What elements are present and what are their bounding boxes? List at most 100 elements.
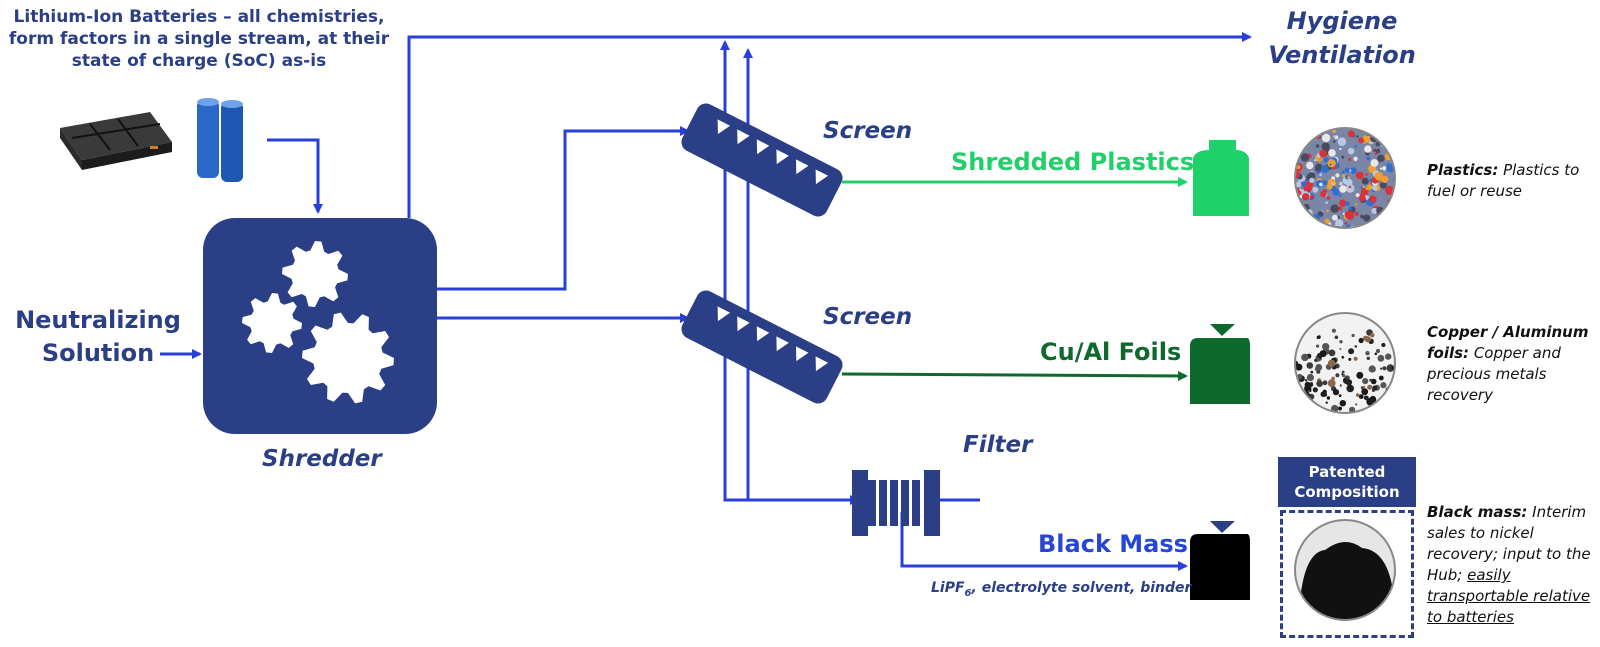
- texture-dot: [1347, 147, 1355, 155]
- texture-dot: [1302, 193, 1310, 201]
- texture-dot: [1360, 214, 1364, 219]
- texture-dot: [1346, 424, 1351, 429]
- texture-dot: [1375, 148, 1381, 154]
- gear-shape: [302, 312, 394, 404]
- texture-dot: [1377, 154, 1385, 163]
- texture-dot: [1323, 157, 1329, 163]
- texture-dot: [1300, 181, 1307, 187]
- screen-2: [681, 290, 843, 404]
- filter-label: Filter: [963, 432, 1033, 458]
- texture-dot: [1372, 406, 1380, 413]
- texture-dot: [1348, 357, 1352, 361]
- texture-dot: [1307, 172, 1316, 180]
- texture-dot: [1331, 404, 1339, 413]
- texture-dot: [1341, 370, 1345, 374]
- texture-dot: [1362, 385, 1366, 389]
- texture-dot: [1306, 362, 1314, 369]
- texture-dot: [1363, 141, 1366, 144]
- texture-dot: [1373, 148, 1377, 152]
- texture-dot: [1339, 199, 1347, 207]
- texture-dot: [1372, 185, 1377, 190]
- texture-dot: [1369, 378, 1373, 382]
- plastics-description: Plastics: Plastics to fuel or reuse: [1427, 161, 1580, 200]
- texture-dot: [1324, 218, 1330, 224]
- texture-dot: [1312, 186, 1319, 193]
- texture-dot: [1356, 371, 1364, 379]
- texture-dot: [1363, 395, 1369, 401]
- texture-dot: [1337, 206, 1343, 211]
- texture-dot: [1329, 163, 1332, 166]
- texture-dot: [1325, 201, 1328, 204]
- texture-dot: [1363, 214, 1371, 222]
- texture-dot: [1320, 410, 1324, 413]
- texture-dot: [1348, 385, 1352, 388]
- texture-dot: [1369, 195, 1377, 203]
- texture-dot: [1326, 396, 1331, 400]
- texture-dot: [1344, 221, 1348, 225]
- texture-dot: [1301, 353, 1309, 362]
- screen-1: [681, 103, 843, 217]
- foils-description: Copper / Aluminum foils: Copper and prec…: [1427, 323, 1589, 404]
- texture-dot: [1305, 409, 1313, 413]
- texture-dot: [1380, 167, 1383, 170]
- texture-dot: [1386, 364, 1395, 372]
- texture-dot: [1341, 170, 1345, 174]
- texture-dot: [1322, 380, 1328, 386]
- texture-dot: [1295, 181, 1302, 188]
- patented-composition-frame: [1280, 510, 1414, 638]
- texture-dot: [1381, 342, 1386, 348]
- texture-dot: [1326, 209, 1329, 213]
- texture-dot: [1295, 388, 1302, 395]
- texture-dot: [1365, 187, 1369, 191]
- texture-dot: [1353, 356, 1358, 361]
- texture-dot: [1371, 408, 1378, 413]
- shredder-unit: [203, 218, 437, 434]
- texture-dot: [1378, 375, 1384, 381]
- patented-composition-badge: Patented Composition: [1278, 457, 1416, 507]
- input-batteries-label: Lithium-Ion Batteries – all chemistries,…: [8, 7, 390, 71]
- texture-dot: [1377, 354, 1385, 362]
- texture-dot: [1345, 201, 1350, 206]
- photo-circle-icon: [1294, 519, 1396, 621]
- texture-dot: [1358, 394, 1364, 399]
- texture-dot: [1345, 178, 1353, 186]
- texture-dot: [1379, 181, 1387, 189]
- texture-dot: [1362, 185, 1366, 189]
- texture-dot: [1370, 333, 1375, 338]
- texture-dot: [1328, 349, 1336, 357]
- texture-dot: [1365, 416, 1370, 421]
- texture-dot: [1330, 427, 1332, 429]
- texture-dot: [1367, 384, 1373, 390]
- texture-dot: [1297, 373, 1303, 380]
- texture-dot: [1328, 149, 1336, 157]
- texture-dot: [1314, 159, 1317, 162]
- texture-dot: [1344, 167, 1350, 173]
- texture-dot: [1315, 163, 1323, 172]
- texture-dot: [1307, 390, 1310, 393]
- battery-pack-icon: [60, 112, 172, 170]
- texture-dot: [1332, 214, 1338, 221]
- texture-dot: [1309, 177, 1315, 183]
- texture-dot: [1303, 404, 1310, 411]
- texture-dot: [1337, 137, 1347, 146]
- texture-dot: [1327, 379, 1336, 388]
- texture-dot: [1380, 382, 1387, 389]
- gear-shape: [282, 241, 348, 307]
- texture-dot: [1327, 159, 1336, 168]
- texture-dot: [1374, 152, 1378, 156]
- texture-dot: [1385, 185, 1394, 195]
- texture-dot: [1387, 399, 1390, 402]
- texture-dot: [1339, 181, 1343, 186]
- texture-dot: [1327, 359, 1336, 367]
- bag-icon: [1190, 324, 1250, 404]
- texture-dot: [1307, 190, 1310, 193]
- texture-dot: [1361, 388, 1369, 396]
- photo-circle-icon: [1294, 312, 1396, 429]
- texture-dot: [1304, 181, 1311, 189]
- texture-dot: [1322, 180, 1328, 186]
- texture-dot: [1329, 226, 1332, 228]
- texture-dot: [1316, 344, 1320, 348]
- texture-dot: [1341, 155, 1345, 159]
- texture-dot: [1366, 356, 1371, 360]
